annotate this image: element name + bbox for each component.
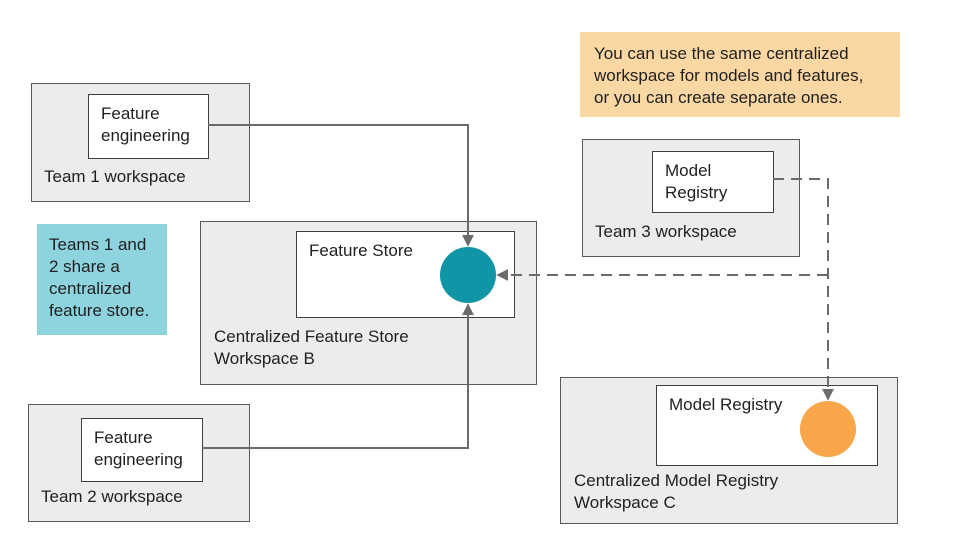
team3-model-registry-box: Model Registry	[652, 151, 774, 213]
team3-model-registry-label: Model Registry	[665, 161, 728, 202]
team3-workspace-label: Team 3 workspace	[595, 222, 737, 241]
feature-store-label: Feature Store	[309, 241, 413, 260]
workspace-b-label: Centralized Feature Store Workspace B	[214, 327, 409, 368]
workspace-b-box: Feature Store Centralized Feature Store …	[200, 221, 537, 385]
team1-workspace-label: Team 1 workspace	[44, 167, 186, 186]
shared-feature-store-note: Teams 1 and 2 share a centralized featur…	[37, 224, 167, 335]
team1-feature-engineering-label: Feature engineering	[101, 104, 190, 145]
central-model-registry-label: Model Registry	[669, 395, 783, 414]
team3-workspace-box: Model Registry Team 3 workspace	[582, 139, 800, 257]
team1-feature-engineering-box: Feature engineering	[88, 94, 209, 159]
team1-workspace-box: Feature engineering Team 1 workspace	[31, 83, 250, 202]
central-model-registry-box: Model Registry	[656, 385, 878, 466]
team2-feature-engineering-label: Feature engineering	[94, 428, 183, 469]
workspace-c-box: Model Registry Centralized Model Registr…	[560, 377, 898, 524]
centralized-workspace-note: You can use the same centralized workspa…	[580, 32, 900, 117]
team2-workspace-label: Team 2 workspace	[41, 487, 183, 506]
team2-workspace-box: Feature engineering Team 2 workspace	[28, 404, 250, 522]
team2-feature-engineering-box: Feature engineering	[81, 418, 203, 482]
feature-store-box: Feature Store	[296, 231, 515, 318]
workspace-c-label: Centralized Model Registry Workspace C	[574, 471, 779, 512]
